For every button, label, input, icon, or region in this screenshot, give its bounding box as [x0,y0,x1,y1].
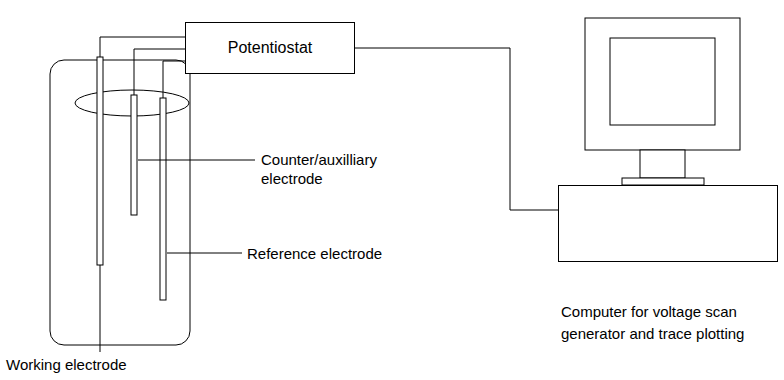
box-label: Potentiostat [228,39,313,57]
leader-line [138,160,255,161]
part-label: Counter/auxilliary electrode [261,150,411,188]
part-label: Working electrode [6,355,206,374]
screen [610,38,715,125]
working-electrode [97,57,103,265]
wire [100,37,185,57]
part-label: Reference electrode [247,244,447,263]
leader-line [100,265,101,352]
monitor [585,18,740,150]
monitor-neck [640,150,685,178]
signal-cable [355,48,558,210]
wire [163,61,185,98]
instrument-box: Potentiostat [185,22,355,74]
reference-electrode [160,98,166,300]
beaker [50,60,190,345]
wire [134,49,185,95]
monitor-stand [622,178,704,185]
computer-unit: Computer for voltage scan generator and … [558,185,778,262]
device-caption: Computer for voltage scan generator and … [561,301,783,345]
counter-electrode [131,95,137,215]
leader-line [167,253,242,254]
